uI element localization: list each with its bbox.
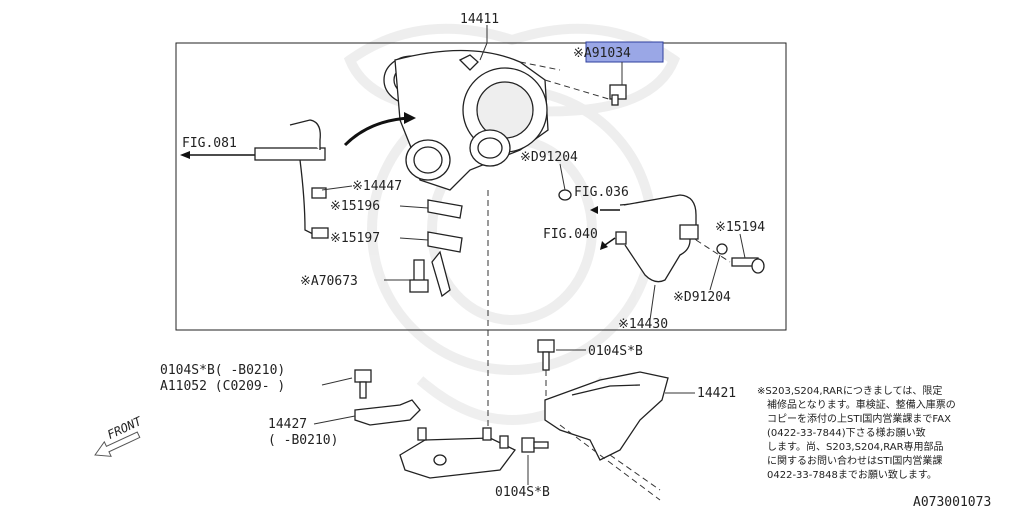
label-14447: ※14447	[352, 179, 402, 194]
label-14430: ※14430	[618, 317, 668, 332]
note-line: に関するお問い合わせはSTI国内営業課	[767, 456, 943, 467]
highlight-a91034[interactable]	[585, 41, 664, 63]
gasket-upper-part	[558, 189, 572, 201]
front-arrow: FRONT	[94, 414, 144, 457]
label-14427: 14427	[268, 417, 307, 432]
label-14427-range: ( -B0210)	[268, 433, 338, 448]
stud-part[interactable]	[609, 62, 627, 106]
bracket-14421-part[interactable]	[544, 371, 669, 461]
label-a91034[interactable]: ※A91034	[573, 46, 631, 61]
label-fig036[interactable]: FIG.036	[574, 185, 629, 200]
label-14411: 14411	[460, 12, 499, 27]
water-pipe-part[interactable]	[615, 194, 699, 283]
oil-return-pipe[interactable]	[431, 250, 451, 298]
note-line: コピーを添付の上STI国内営業課までFAX	[767, 414, 951, 425]
bracket-14427-part[interactable]	[354, 399, 421, 426]
oil-pipe-part[interactable]	[254, 119, 329, 239]
label-a11052: A11052 (C0209- )	[160, 379, 285, 394]
bolt-bottom-part[interactable]	[521, 437, 549, 453]
turbo-leader	[479, 25, 488, 61]
label-0104sb-left: 0104S*B( -B0210)	[160, 363, 285, 378]
label-0104sb-top: 0104S*B	[588, 344, 643, 359]
note-line: ※S203,S204,RARにつきましては、限定	[757, 386, 943, 397]
note-block: ※S203,S204,RARにつきましては、限定 補修品となります。車検証、整備…	[757, 385, 1019, 483]
label-14421: 14421	[697, 386, 736, 401]
assembly-frame	[175, 42, 787, 331]
gasket-15196-part	[427, 199, 463, 219]
bolt-left-part[interactable]	[354, 369, 372, 399]
label-a70673: ※A70673	[300, 274, 358, 289]
label-15194: ※15194	[715, 220, 765, 235]
diagram-code: A073001073	[913, 495, 991, 510]
turbocharger-part[interactable]	[383, 49, 549, 191]
label-15197: ※15197	[330, 231, 380, 246]
flange-plate-part[interactable]	[399, 437, 516, 479]
bolt-top-part[interactable]	[537, 339, 555, 371]
note-line: します。尚、S203,S204,RAR専用部品	[767, 442, 944, 453]
note-line: 0422-33-7848までお願い致します。	[767, 470, 937, 481]
label-fig081[interactable]: FIG.081	[182, 136, 237, 151]
note-line: (0422-33-7844)下さる様お願い致	[767, 428, 926, 439]
label-d91204-upper: ※D91204	[520, 150, 578, 165]
label-15196: ※15196	[330, 199, 380, 214]
note-line: 補修品となります。車検証、整備入庫票の	[767, 400, 956, 411]
bolt-a70673-part[interactable]	[409, 259, 429, 293]
gasket-15197-part	[427, 231, 463, 253]
label-0104sb-bottom: 0104S*B	[495, 485, 550, 500]
turbo-arrow	[343, 116, 411, 147]
label-d91204-lower: ※D91204	[673, 290, 731, 305]
label-fig040[interactable]: FIG.040	[543, 227, 598, 242]
